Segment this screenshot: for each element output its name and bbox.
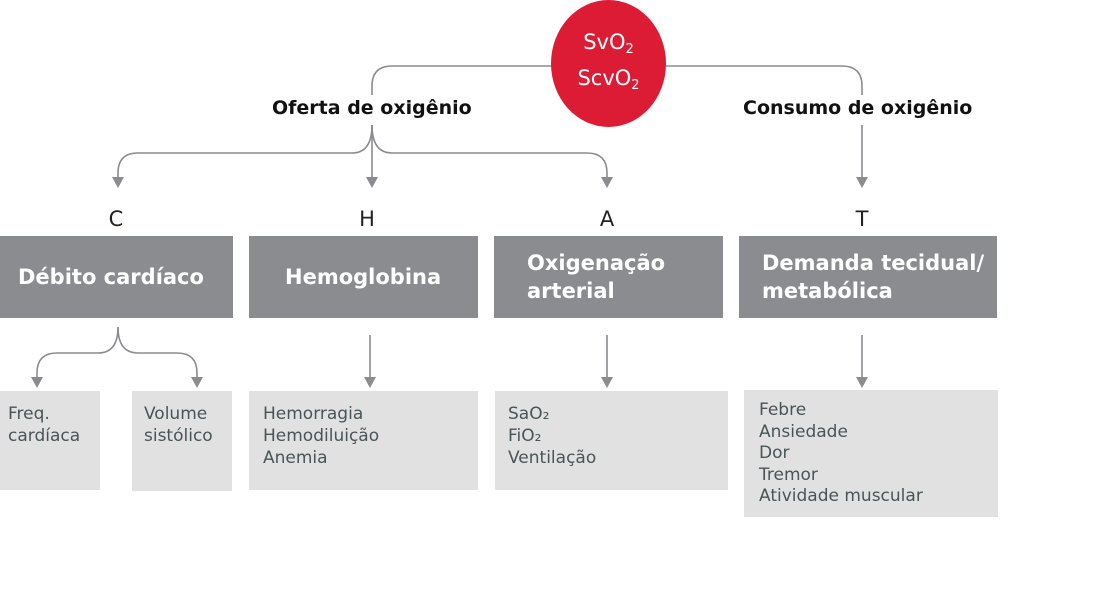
detail-item: SaO₂ — [508, 404, 550, 424]
detail-item: Ventilação — [508, 448, 597, 468]
detail-item: Tremor — [759, 464, 818, 485]
detail-item: FiO₂ — [508, 426, 542, 446]
detail-item: cardíaca — [8, 426, 81, 446]
detail-item: Volume — [144, 404, 208, 424]
subscript: 2 — [631, 77, 640, 93]
factor-cardiac-output: Débito cardíaco — [0, 236, 233, 318]
arrow-icon — [191, 377, 203, 388]
supply-label: Oferta de oxigênio — [272, 97, 472, 119]
letter-a: A — [599, 207, 615, 231]
subscript: 2 — [625, 41, 634, 57]
detail-item: Hemodiluição — [263, 426, 380, 446]
detail-item: Febre — [759, 400, 807, 420]
arrow-icon — [856, 177, 868, 188]
svo2-circle: SvO2 ScvO2 — [551, 0, 666, 127]
factor-arterial-oxygenation: Oxigenação arterial — [494, 236, 723, 318]
factor-label: Débito cardíaco — [18, 265, 204, 289]
arrow-icon — [856, 377, 868, 388]
arrow-icon — [31, 377, 43, 388]
detail-hemoglobin: Hemorragia Hemodiluição Anemia — [249, 391, 478, 490]
detail-stroke-volume: Volume sistólico — [132, 391, 232, 491]
factor-tissue-demand: Demanda tecidual/ metabólica — [739, 236, 997, 318]
detail-item: Hemorragia — [263, 404, 364, 424]
detail-item: Ansiedade — [759, 421, 848, 442]
detail-item: Atividade muscular — [759, 486, 923, 506]
detail-oxygenation: SaO₂ FiO₂ Ventilação — [495, 391, 728, 490]
factor-label: Demanda tecidual/ metabólica — [762, 251, 985, 303]
detail-item: Anemia — [263, 448, 328, 468]
factor-hemoglobin: Hemoglobina — [249, 236, 478, 318]
factor-label: Hemoglobina — [285, 265, 442, 289]
svo2-label: SvO — [583, 29, 626, 54]
detail-demand: Febre Ansiedade Dor Tremor Atividade mus… — [744, 390, 998, 517]
arrow-icon — [366, 177, 378, 188]
detail-item: Freq. — [8, 404, 50, 424]
factor-label: Oxigenação arterial — [527, 251, 666, 303]
arrow-icon — [112, 177, 124, 188]
arrow-icon — [364, 377, 376, 388]
arrow-icon — [601, 177, 613, 188]
letter-c: C — [108, 207, 124, 231]
consumption-label: Consumo de oxigênio — [743, 97, 973, 119]
letter-h: H — [359, 207, 375, 231]
detail-heart-rate: Freq. cardíaca — [0, 391, 100, 490]
arrow-icon — [601, 377, 613, 388]
scvo2-label: ScvO — [577, 65, 632, 90]
letter-t: T — [855, 207, 869, 231]
detail-item: sistólico — [144, 426, 213, 446]
detail-item: Dor — [759, 443, 790, 463]
